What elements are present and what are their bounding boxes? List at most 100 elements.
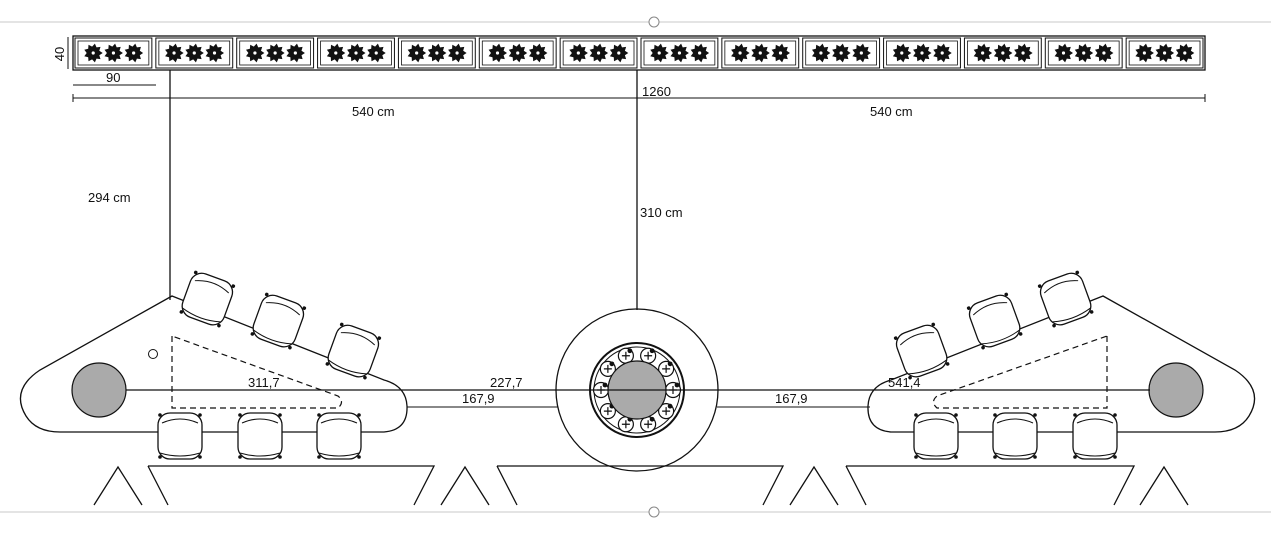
bench-outline [147,465,436,506]
chair-icon [250,292,307,350]
shrub-icon [347,43,366,63]
planter-box [1044,37,1123,69]
shrub-icon [812,43,831,63]
chair-icon [1037,270,1094,328]
shrub-icon [165,43,184,63]
shrub-icon [751,43,770,63]
shrub-icon [650,43,669,63]
left-table [19,295,408,433]
flower-icon [640,347,657,364]
left-drop-label: 294 cm [88,190,131,205]
chair-icon [179,270,236,328]
planter-box [640,37,719,69]
shrub-icon [993,43,1013,63]
shrub-icon [1095,43,1114,63]
planter-strip [72,35,1206,71]
left-table-base [71,362,127,418]
flower-icon [658,360,675,377]
shrub-icon [569,43,588,63]
shrub-icon [84,43,103,63]
planter-box [559,37,638,69]
bench-outline [496,465,785,506]
triangle-marker [789,465,839,506]
shrub-icon [771,43,790,63]
shrub-icon [1175,43,1195,63]
triangle-marker [440,465,490,506]
planter-box [1125,37,1204,69]
shrub-icon [973,43,993,63]
shrub-icon [892,43,912,63]
shrub-icon [1054,43,1073,63]
left-gap-label: 167,9 [462,391,495,406]
shrub-icon [913,43,932,63]
left-table-marker [148,349,158,359]
right-table-length-label: 541,4 [888,375,921,390]
planter-box [74,37,153,69]
shrub-icon [367,43,386,63]
chair-icon [913,412,959,460]
total-length-label: 1260 [642,84,671,99]
planter-box [478,37,557,69]
top-resize-handle[interactable] [648,16,660,28]
planter-width-label: 90 [106,70,120,85]
shrub-icon [488,43,507,63]
planter-box [397,37,476,69]
planter-box [317,37,395,69]
shrub-icon [326,43,346,63]
right-gap-label: 167,9 [775,391,808,406]
shrub-icon [407,43,427,63]
shrub-icon [933,43,952,63]
chairs-group [157,270,1118,460]
shrub-icon [185,43,204,63]
chair-icon [1072,412,1118,460]
flower-icon [599,403,616,420]
shrub-icon [1155,43,1175,63]
chair-icon [992,412,1038,460]
flower-icon [599,360,616,377]
right-table [867,295,1256,433]
shrub-icon [286,43,305,63]
chair-icon [893,322,950,380]
chair-icon [316,412,362,460]
right-half-label: 540 cm [870,104,913,119]
planter-box [883,37,961,69]
shrub-icon [246,43,265,63]
planter-box [802,37,881,69]
bottom-benches [93,465,1189,506]
flower-icon [640,416,657,433]
planter-box [236,37,315,69]
chair-icon [966,292,1023,350]
chair-icon [325,322,382,380]
planter-box [721,37,800,69]
shrub-icon [670,43,689,63]
shrub-icon [205,43,224,63]
flower-icon [658,403,675,420]
chair-icon [157,412,203,460]
planter-box [963,37,1042,69]
shrub-icon [266,43,285,63]
planter-height-label: 40 [52,47,67,61]
center-gap-label: 227,7 [490,375,523,390]
left-half-label: 540 cm [352,104,395,119]
shrub-icon [124,43,144,63]
shrub-icon [104,43,123,63]
shrub-icon [832,43,851,63]
shrub-icon [589,43,609,63]
shrub-icon [448,43,467,63]
triangle-marker [93,465,143,506]
flower-icon [617,416,634,433]
triangle-marker [1139,465,1189,506]
bench-outline [845,465,1136,506]
chair-icon [237,412,283,460]
flower-icon [617,347,634,364]
bottom-resize-handle[interactable] [648,506,660,518]
shrub-icon [731,43,750,63]
center-drop-label: 310 cm [640,205,683,220]
shrub-icon [529,43,548,63]
shrub-icon [1135,43,1154,63]
shrub-icon [1074,43,1094,63]
shrub-icon [1014,43,1033,63]
shrub-icon [609,43,629,63]
shrub-icon [427,43,447,63]
